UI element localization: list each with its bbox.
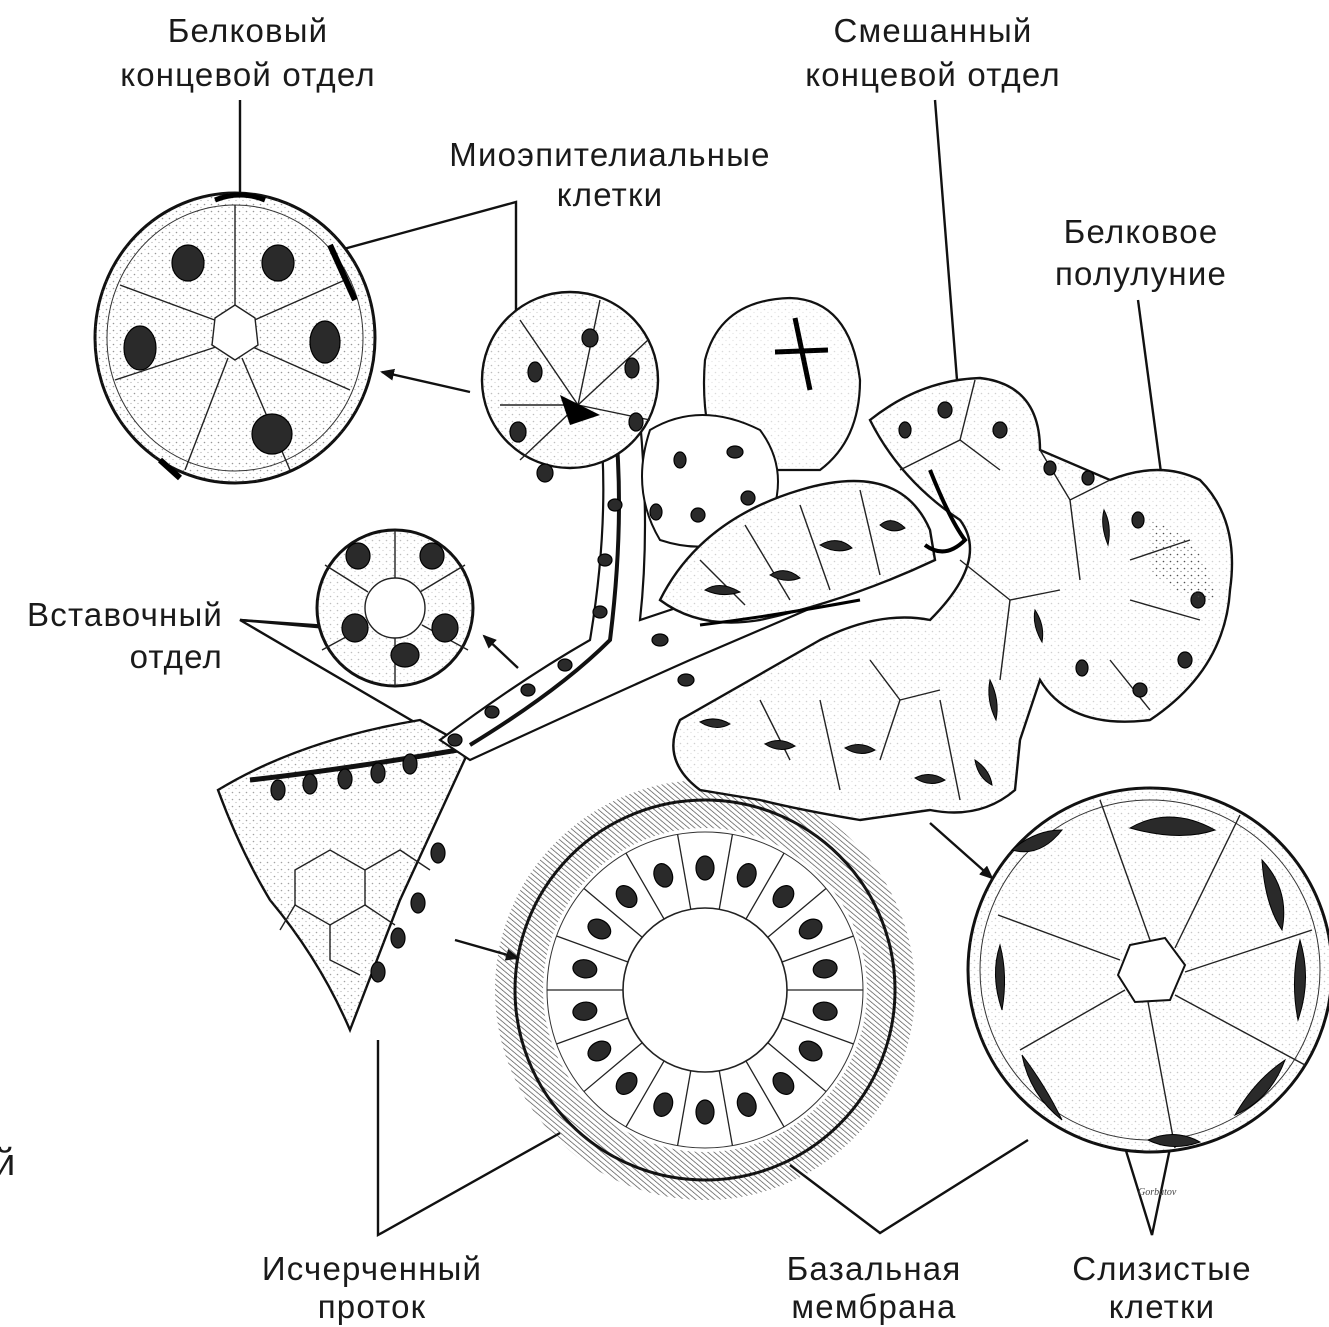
label-myoepithelial: Миоэпителиальные клетки: [449, 136, 770, 213]
label-serous-end: Белковый концевой отдел: [120, 12, 376, 93]
artist-signature: Gorbatov: [1138, 1187, 1177, 1198]
edge-text-fragment: й: [0, 1142, 16, 1184]
label-intercalated-line2: отдел: [130, 638, 223, 675]
label-intercalated: Вставочный отдел: [27, 596, 223, 675]
label-myoepithelial-line2: клетки: [557, 176, 664, 213]
arrow-to-intercalated-section: [484, 636, 518, 668]
label-mixed-end-line1: Смешанный: [833, 12, 1032, 49]
label-basal-line2: мембрана: [791, 1288, 956, 1325]
label-striated-line1: Исчерченный: [262, 1250, 482, 1287]
mucous-acinus-section: Gorbatov: [968, 788, 1329, 1198]
label-demilune: Белковое полулуние: [1055, 213, 1227, 292]
striated-duct-section: [515, 800, 895, 1180]
intercalated-duct-section: [317, 530, 473, 686]
label-striated-duct: Исчерченный проток: [262, 1250, 482, 1325]
label-serous-end-line2: концевой отдел: [120, 56, 376, 93]
arrow-to-mucous-section: [930, 823, 992, 878]
label-mixed-end: Смешанный концевой отдел: [805, 12, 1061, 93]
striated-cell-nucleus: [696, 856, 714, 880]
label-basal-line1: Базальная: [787, 1250, 962, 1287]
serous-acinus-section: [95, 193, 375, 483]
label-mucous-line1: Слизистые: [1072, 1250, 1252, 1287]
label-demilune-line1: Белковое: [1064, 213, 1219, 250]
label-mucous-cells: Слизистые клетки: [1072, 1250, 1252, 1325]
label-mixed-end-line2: концевой отдел: [805, 56, 1061, 93]
label-mucous-line2: клетки: [1109, 1288, 1216, 1325]
label-demilune-line2: полулуние: [1055, 255, 1227, 292]
striated-cell-nucleus: [696, 1100, 714, 1124]
label-serous-end-line1: Белковый: [168, 12, 329, 49]
label-basal-membrane: Базальная мембрана: [787, 1250, 962, 1325]
label-intercalated-line1: Вставочный: [27, 596, 223, 633]
label-myoepithelial-line1: Миоэпителиальные: [449, 136, 770, 173]
label-striated-line2: проток: [318, 1288, 427, 1325]
arrow-to-serous-section: [382, 372, 470, 392]
